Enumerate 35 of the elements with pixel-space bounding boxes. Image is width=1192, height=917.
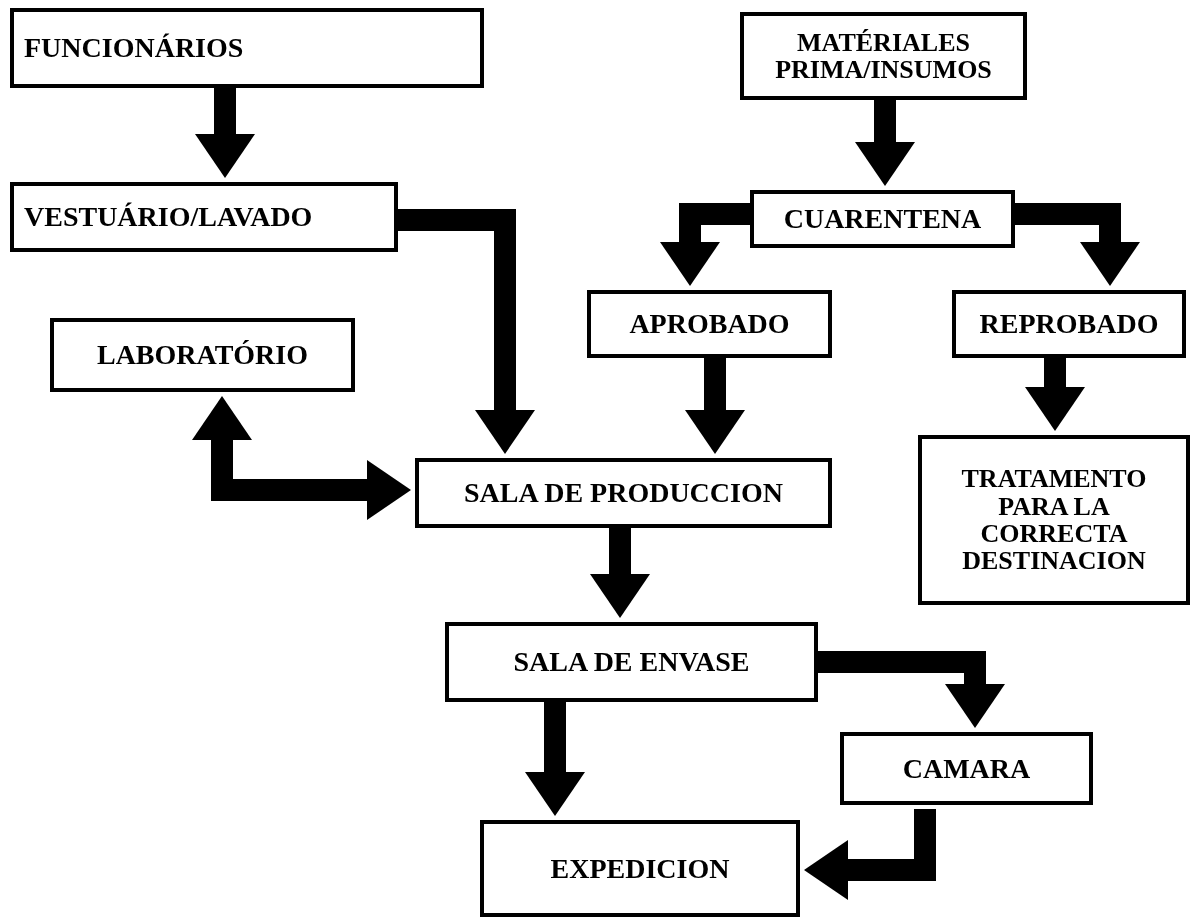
block-arrow [660,203,750,286]
process-box [415,458,832,528]
process-box [587,290,832,358]
process-box [840,732,1093,805]
box-label: APROBADO [629,309,790,339]
process-box [952,290,1186,358]
block-arrow [398,209,535,454]
box-label: LABORATÓRIO [96,340,309,370]
block-arrow [685,358,745,454]
process-box [480,820,800,917]
process-box [740,12,1027,100]
block-arrow [1025,358,1085,431]
process-box [750,190,1015,248]
process-box [445,622,818,702]
process-box [10,8,484,88]
box-label: EXPEDICION [550,853,730,884]
block-arrow [590,528,650,618]
process-box [50,318,355,392]
box-label: CUARENTENA [783,204,982,234]
box-label: VESTUÁRIO/LAVADO [24,202,313,232]
box-label: TRATAMENTO PARA LA CORRECTA DESTINACION [960,465,1148,575]
block-arrow [195,88,255,178]
box-label: FUNCIONÁRIOS [24,33,244,63]
box-label: MATÉRIALES PRIMA/INSUMOS [774,28,993,84]
box-label: SALA DE PRODUCCION [464,478,783,508]
box-label: REPROBADO [979,309,1159,339]
box-label: SALA DE ENVASE [513,647,750,677]
box-label: CAMARA [902,753,1031,784]
block-arrow [525,702,585,816]
process-box [918,435,1190,605]
block-arrow [818,651,1005,728]
block-arrow [855,100,915,186]
block-arrow [1015,203,1140,286]
process-box [10,182,398,252]
block-arrow [192,396,411,520]
